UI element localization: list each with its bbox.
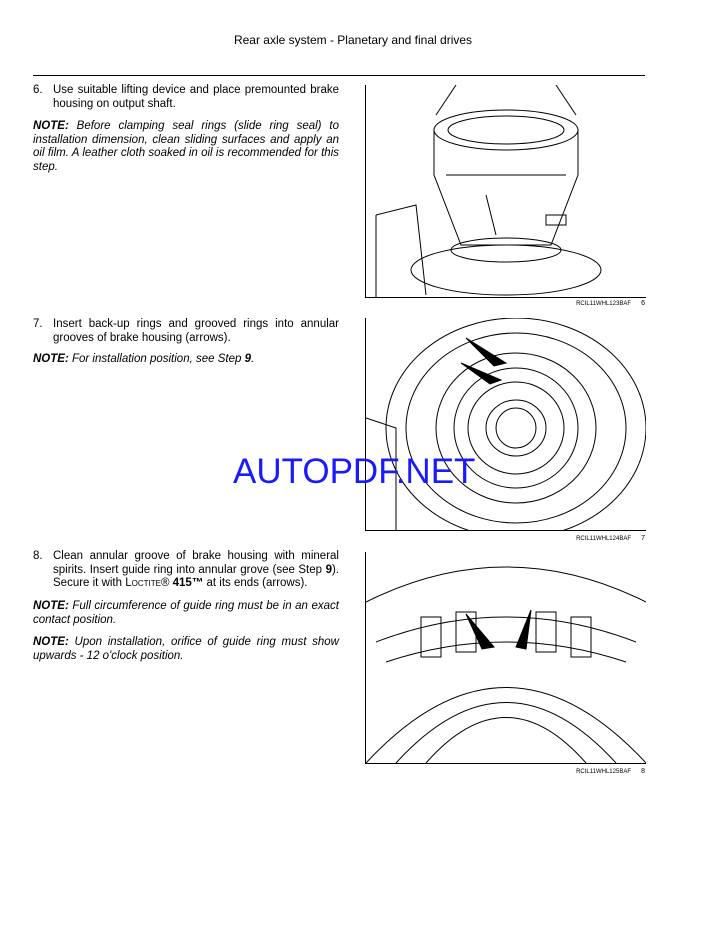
arrow-icon — [460, 337, 508, 385]
step-6: 6. Use suitable lifting device and place… — [33, 84, 339, 111]
figure-code: RCIL11WHL124BAF — [576, 536, 631, 542]
figure-7-caption: RCIL11WHL124BAF 7 — [560, 535, 645, 542]
brake-housing-grooves-illustration — [366, 318, 646, 530]
note-text: Full circumference of guide ring must be… — [33, 600, 339, 626]
figure-8 — [365, 552, 646, 764]
arrow-icon — [465, 609, 532, 650]
step-6-note: NOTE: Before clamping seal rings (slide … — [33, 120, 339, 174]
step-7: 7. Insert back-up rings and grooved ring… — [33, 318, 339, 345]
step-8: 8. Clean annular groove of brake housing… — [33, 550, 339, 591]
step-8-note-1: NOTE: Full circumference of guide ring m… — [33, 600, 339, 627]
product-number: 415™ — [169, 577, 204, 589]
step-number: 7. — [33, 318, 43, 330]
figure-6 — [365, 85, 646, 298]
figure-number: 7 — [641, 535, 645, 542]
note-label: NOTE: — [33, 353, 69, 365]
figure-code: RCIL11WHL125BAF — [576, 769, 631, 775]
brand-name: Loctite® — [125, 577, 170, 589]
step-number: 6. — [33, 84, 43, 96]
step-text: Use suitable lifting device and place pr… — [53, 84, 339, 110]
header-divider — [33, 75, 645, 76]
step-text: Insert back-up rings and grooved rings i… — [53, 318, 339, 344]
step-8-note-2: NOTE: Upon installation, orifice of guid… — [33, 636, 339, 663]
guide-ring-illustration — [366, 566, 646, 763]
step-reference: 9 — [325, 563, 332, 576]
figure-8-caption: RCIL11WHL125BAF 8 — [560, 768, 645, 775]
figure-number: 6 — [641, 300, 645, 307]
watermark: AUTOPDF.NET — [233, 452, 476, 491]
step-reference: 9 — [244, 353, 251, 365]
note-text: Before clamping seal rings (slide ring s… — [33, 120, 339, 173]
note-label: NOTE: — [33, 600, 69, 612]
step-number: 8. — [33, 550, 43, 562]
figure-7 — [365, 318, 646, 531]
note-label: NOTE: — [33, 636, 69, 648]
figure-code: RCIL11WHL123BAF — [576, 301, 631, 307]
note-label: NOTE: — [33, 120, 69, 132]
step-text: Clean annular groove of brake housing wi… — [53, 550, 339, 589]
brake-housing-lifting-illustration — [375, 85, 602, 297]
figure-number: 8 — [641, 768, 645, 775]
note-text: Upon installation, orifice of guide ring… — [33, 636, 339, 662]
step-7-note: NOTE: For installation position, see Ste… — [33, 353, 255, 365]
figure-6-caption: RCIL11WHL123BAF 6 — [560, 300, 645, 307]
page-header: Rear axle system - Planetary and final d… — [233, 33, 473, 47]
